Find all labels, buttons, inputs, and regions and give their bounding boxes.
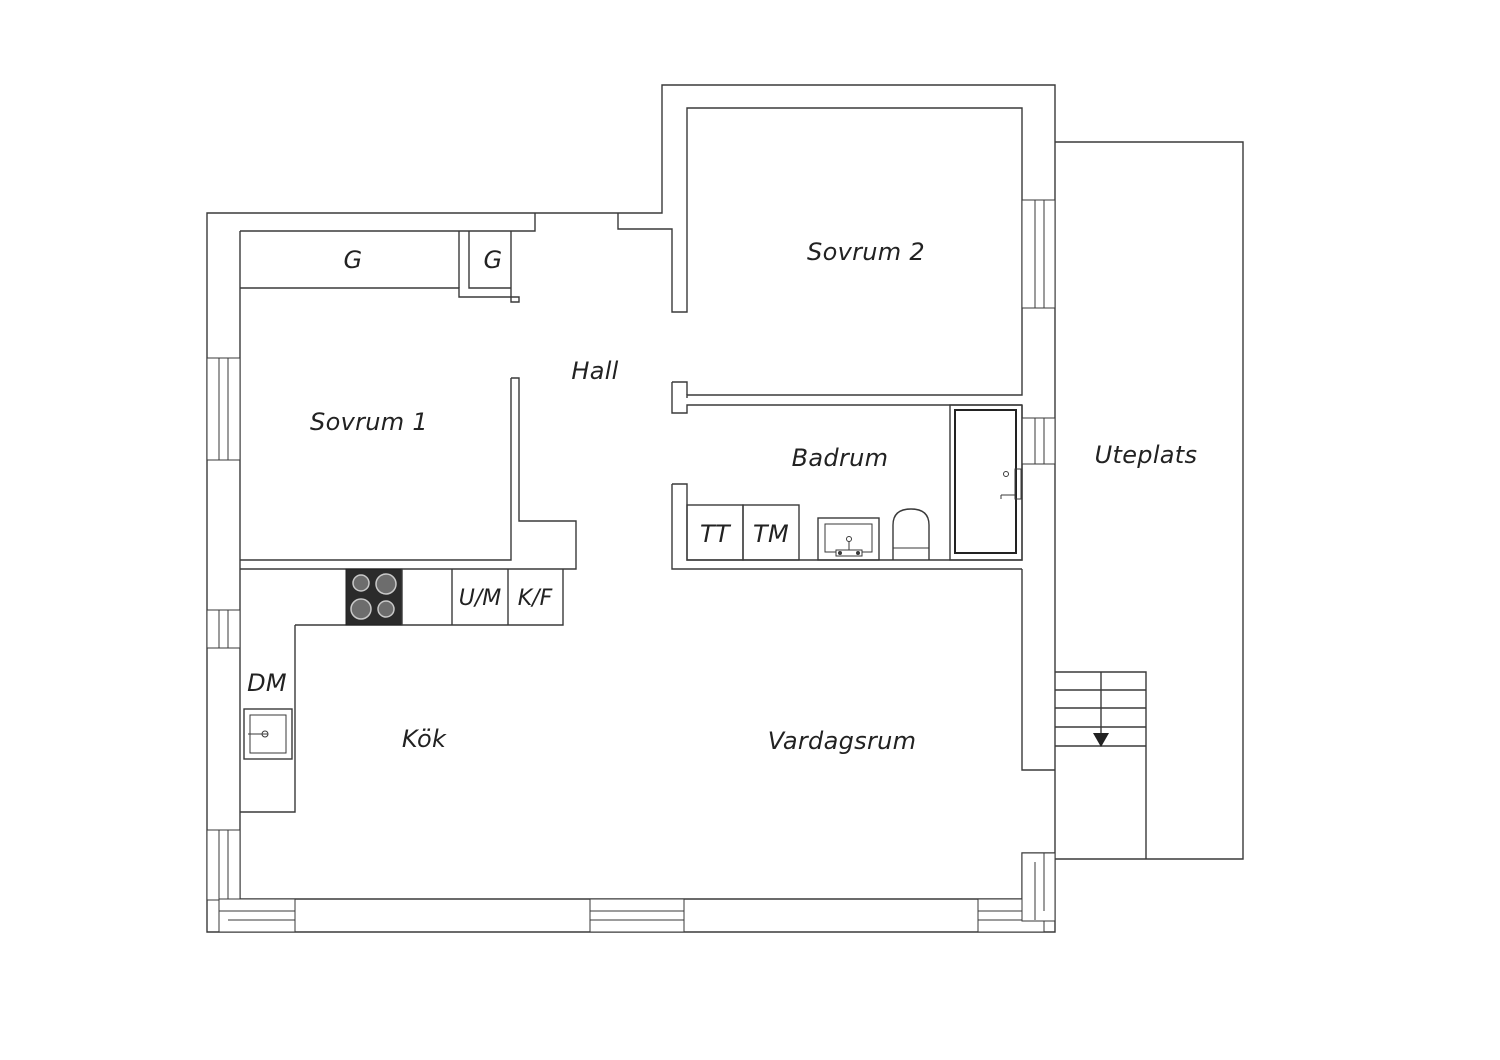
bathroom-sink-icon <box>817 517 880 561</box>
room-label-uteplats: Uteplats <box>1095 441 1198 469</box>
room-label-sovrum-1: Sovrum 1 <box>310 408 428 436</box>
windows <box>206 199 1056 933</box>
shower-icon <box>949 404 1023 561</box>
bathroom-fixtures <box>686 404 1023 561</box>
room-label-kok: Kök <box>402 725 447 753</box>
terrace <box>1055 141 1244 860</box>
kitchen-fixtures <box>243 568 509 760</box>
kitchen-sink-icon <box>243 708 293 760</box>
closet-label: G <box>484 246 503 274</box>
room-label-hall: Hall <box>571 357 618 385</box>
dryer-label: TM <box>753 520 789 548</box>
oven-microwave-label: U/M <box>459 586 502 611</box>
washer-label: TT <box>700 520 732 548</box>
room-label-badrum: Badrum <box>792 444 889 472</box>
dishwasher-label: DM <box>247 669 287 697</box>
room-label-sovrum-2: Sovrum 2 <box>807 238 925 266</box>
closet-label: G <box>344 246 363 274</box>
fridge-freezer-label: K/F <box>518 586 553 611</box>
fixture-labels: G G TT TM U/M K/F DM <box>247 246 789 697</box>
toilet-icon <box>892 508 930 560</box>
hob-icon <box>345 568 403 626</box>
exterior-walls <box>206 84 1056 933</box>
room-label-vardagsrum: Vardagsrum <box>768 727 917 755</box>
room-labels: Sovrum 1 Sovrum 2 Hall Badrum Kök Vardag… <box>310 238 1197 755</box>
stairs-arrow-icon <box>1093 733 1109 747</box>
